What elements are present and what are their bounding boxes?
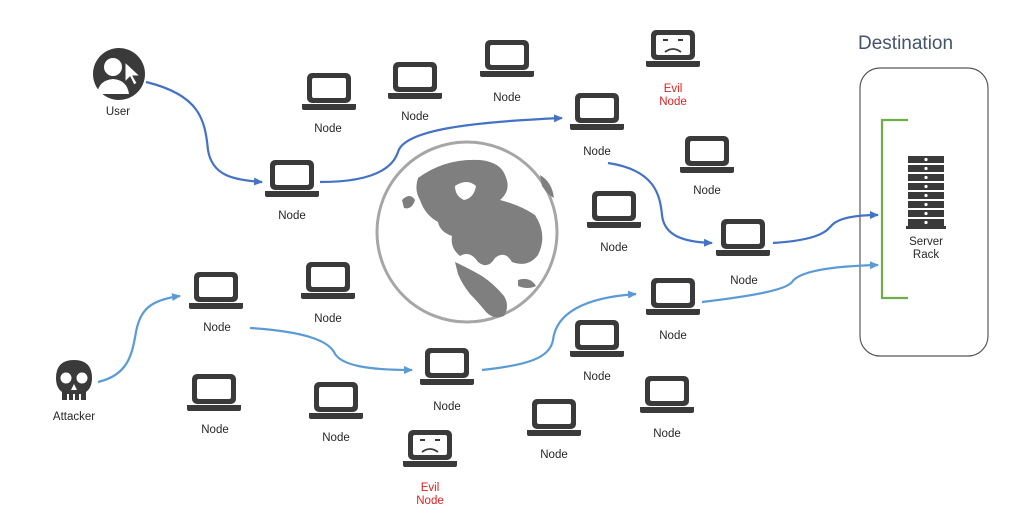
destination-bracket (880, 118, 908, 300)
evil-node-label: Evil Node (659, 83, 687, 109)
laptop-icon (527, 399, 581, 436)
laptop-icon (388, 62, 442, 99)
node-label: Node (314, 313, 342, 325)
node-label: Node (493, 92, 521, 104)
server-rack-label: Server Rack (909, 236, 943, 262)
node-label: Node (659, 330, 687, 342)
server-rack-label-line1: Server (909, 236, 943, 248)
server-rack-icon (906, 156, 946, 229)
node-label: Node (203, 322, 231, 334)
evil-node-label-line1: Evil (420, 482, 440, 494)
attacker-label: Attacker (52, 411, 96, 423)
globe-icon (375, 140, 559, 324)
node-label: Node (653, 428, 681, 440)
evil-node-label-line2: Node (659, 96, 687, 108)
laptop-icon (587, 191, 641, 228)
user-label: User (105, 106, 131, 118)
laptop-icon (265, 160, 319, 197)
laptop-icon (640, 376, 694, 413)
laptop-icon (309, 382, 363, 419)
server-rack-label-line2: Rack (912, 249, 940, 261)
node-label: Node (583, 371, 611, 383)
node-label: Node (433, 401, 461, 413)
user-icon (93, 48, 145, 100)
node-label: Node (201, 424, 229, 436)
node-label: Node (314, 123, 342, 135)
laptop-icon (302, 73, 356, 110)
destination-title: Destination (858, 33, 954, 54)
sad-laptop-icon (646, 30, 700, 67)
node-label: Node (693, 185, 721, 197)
node-label: Node (540, 449, 568, 461)
laptop-icon (646, 278, 700, 315)
attacker-path (97, 261, 879, 384)
node-label: Node (730, 275, 758, 287)
node-label: Node (583, 146, 611, 158)
laptop-icon (189, 272, 243, 309)
user-path (145, 80, 879, 247)
laptop-icon (680, 136, 734, 173)
laptop-icon (187, 374, 241, 411)
evil-node-label-line1: Evil (663, 83, 683, 95)
laptop-icon (480, 40, 534, 77)
node-label: Node (600, 242, 628, 254)
laptop-icon (570, 320, 624, 357)
skull-icon (56, 360, 92, 400)
node-label: Node (401, 111, 429, 123)
sad-laptop-icon (403, 430, 457, 467)
laptop-icon (301, 262, 355, 299)
laptop-icon (716, 219, 770, 256)
laptop-icon (420, 348, 474, 385)
evil-node-label: Evil Node (416, 482, 444, 508)
node-label: Node (278, 210, 306, 222)
evil-node-label-line2: Node (416, 495, 444, 507)
node-label: Node (322, 432, 350, 444)
laptop-icon (570, 93, 624, 130)
